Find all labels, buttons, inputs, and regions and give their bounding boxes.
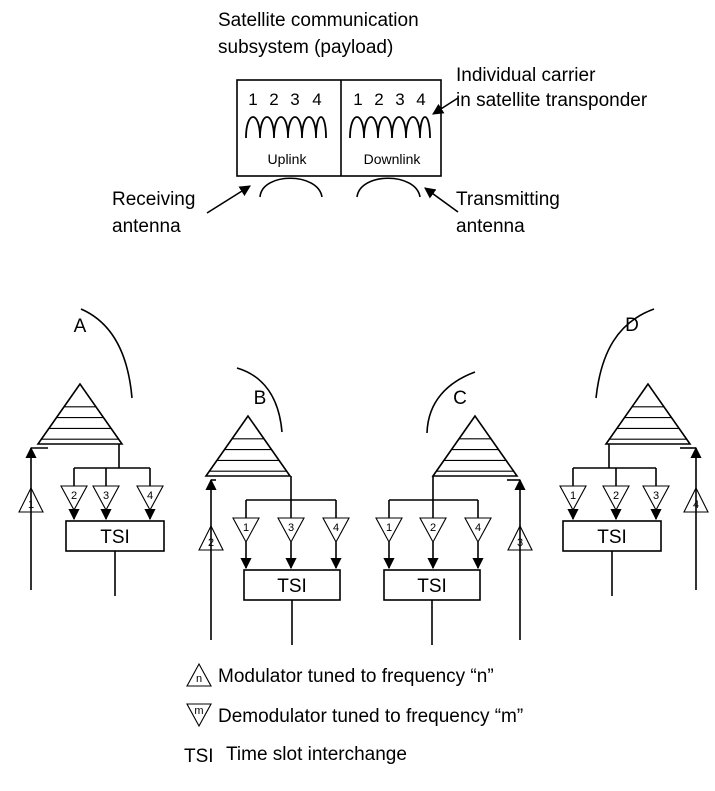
downlink-channel-2: 2 (374, 90, 383, 109)
demodulator-icon (277, 517, 305, 544)
demodulator-icon (60, 485, 88, 512)
demodulator-number: 2 (430, 522, 436, 534)
payload-title-line2: subsystem (payload) (218, 37, 393, 58)
tsi-label: TSI (417, 576, 447, 597)
demodulator-icon (92, 485, 120, 512)
receiving-antenna (259, 177, 323, 198)
legend-tsi-text: Time slot interchange (226, 744, 407, 765)
legend-tsi-symbol: TSI (184, 746, 214, 767)
demodulator-number: 4 (333, 522, 339, 534)
modulator-number: 3 (517, 537, 523, 549)
amplifier-triangle (604, 382, 692, 445)
demodulator-icon (375, 517, 403, 544)
downlink-channel-1: 1 (353, 90, 362, 109)
carrier-label-line2: in satellite transponder (456, 90, 648, 111)
demodulator-number: 2 (71, 490, 77, 502)
downlink-channel-3: 3 (395, 90, 404, 109)
uplink-channel-3: 3 (290, 90, 299, 109)
modulator-number: 4 (693, 499, 699, 511)
downlink-channel-4: 4 (416, 90, 425, 109)
tx-antenna-label-line2: antenna (456, 216, 525, 237)
modulator-icon (18, 486, 44, 513)
tsi-label: TSI (597, 527, 627, 548)
demodulator-icon (232, 517, 260, 544)
modulator-icon (683, 486, 709, 513)
rx-antenna-label-line1: Receiving (112, 189, 195, 210)
transmitting-antenna (356, 177, 421, 198)
station-dish (595, 308, 655, 399)
station-label: A (74, 316, 87, 337)
legend-modulator-text: Modulator tuned to frequency “n” (218, 666, 494, 687)
demodulator-number: 4 (147, 490, 153, 502)
uplink-channel-1: 1 (248, 90, 257, 109)
demodulator-number: 3 (653, 490, 659, 502)
demodulator-number: 1 (386, 522, 392, 534)
carrier-label-line1: Individual carrier (456, 65, 596, 86)
uplink-channel-numbers: 1 2 3 4 (248, 90, 321, 109)
rx-antenna-arrow (206, 185, 251, 214)
demodulator-number: 1 (570, 490, 576, 502)
station-label: D (625, 315, 639, 336)
station-dish (236, 367, 283, 433)
amplifier-triangle (204, 414, 292, 477)
payload-box (236, 79, 442, 177)
demodulator-icon (559, 485, 587, 512)
downlink-carrier-wave (349, 116, 431, 139)
downlink-label: Downlink (364, 151, 422, 167)
demodulator-icon (602, 485, 630, 512)
downlink-channel-numbers: 1 2 3 4 (353, 90, 425, 109)
payload-title-line1: Satellite communication (218, 10, 419, 31)
payload-group: Satellite communication subsystem (paylo… (112, 10, 648, 237)
demodulator-icon (419, 517, 447, 544)
demodulator-number: 3 (288, 522, 294, 534)
legend-modulator-symbol: n (196, 673, 202, 685)
station-label: C (453, 388, 467, 409)
demodulator-icon (322, 517, 350, 544)
carrier-arrow (432, 97, 459, 115)
uplink-label: Uplink (268, 151, 308, 167)
uplink-channel-4: 4 (312, 90, 321, 109)
uplink-channel-2: 2 (269, 90, 278, 109)
modulator-number: 1 (28, 499, 34, 511)
tsi-label: TSI (100, 527, 130, 548)
modulator-icon (507, 524, 533, 551)
station-dish (426, 371, 476, 434)
tsi-label: TSI (277, 576, 307, 597)
tx-antenna-arrow (424, 187, 459, 213)
legend: n Modulator tuned to frequency “n” m Dem… (184, 662, 523, 767)
station-label: B (254, 388, 267, 409)
rx-antenna-label-line2: antenna (112, 216, 181, 237)
demodulator-icon (642, 485, 670, 512)
demodulator-icon (464, 517, 492, 544)
station-dish (80, 308, 133, 399)
amplifier-triangle (36, 382, 124, 445)
legend-demodulator-text: Demodulator tuned to frequency “m” (218, 706, 523, 727)
uplink-carrier-wave (245, 116, 327, 139)
tx-antenna-label-line1: Transmitting (456, 189, 560, 210)
demodulator-number: 4 (475, 522, 481, 534)
legend-demodulator-icon: m (186, 703, 212, 728)
demodulator-number: 2 (613, 490, 619, 502)
legend-modulator-icon: n (186, 662, 212, 687)
modulator-icon (198, 524, 224, 551)
amplifier-triangle (431, 414, 519, 477)
demodulator-number: 3 (103, 490, 109, 502)
demodulator-number: 1 (243, 522, 249, 534)
demodulator-icon (136, 485, 164, 512)
legend-demodulator-symbol: m (194, 705, 203, 717)
modulator-number: 2 (208, 537, 214, 549)
